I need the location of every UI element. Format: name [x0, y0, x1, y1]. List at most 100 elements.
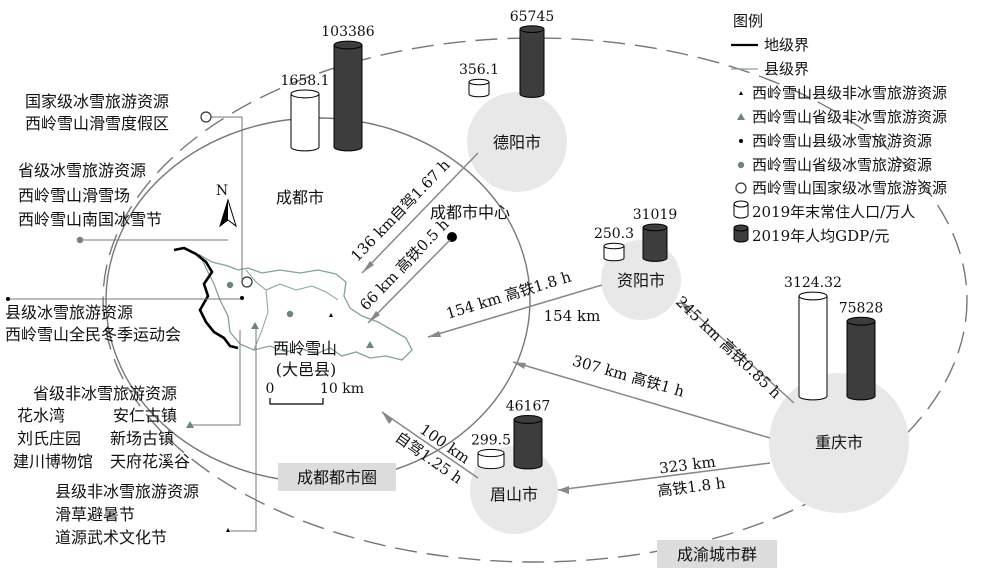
gdp-value-label: 103386 — [321, 24, 375, 40]
national-snow-point — [241, 276, 253, 288]
route-label-chongqing-chengdu: 307 km 高铁1 h — [570, 352, 686, 401]
legend-item: 西岭雪山省级非冰雪旅游资源 — [752, 108, 947, 126]
population-bar — [468, 82, 490, 98]
gdp-value-label: 46167 — [506, 399, 551, 415]
svg-text:10 km: 10 km — [320, 381, 364, 397]
chengyu-region-boundary — [102, 37, 968, 563]
annotation-county-nonsnow: 县级非冰雪旅游资源 滑草避暑节 道源武术文化节 — [55, 482, 199, 547]
legend-county-nonsnow-symbol — [739, 91, 743, 95]
county-name-line2: (大邑县) — [276, 360, 337, 379]
gdp-bar — [519, 29, 545, 98]
county-snow-marker — [6, 297, 10, 301]
provincial-nonsnow-item: 建川博物馆 — [13, 452, 93, 471]
inner-county-line — [245, 269, 339, 351]
population-bar — [603, 246, 625, 262]
chengdu-metro-tag: 成都都市圈 — [297, 468, 377, 487]
route-label-ziyang-b: 154 km — [544, 307, 601, 325]
gdp-bar-cap — [642, 223, 668, 232]
gdp-bar — [642, 227, 668, 262]
legend-item: 2019年末常住人口/万人 — [752, 203, 915, 221]
prefecture-boundary-line — [173, 246, 239, 350]
population-value-label: 3124.32 — [784, 275, 842, 291]
city-bar-symbols: 1658.1 103386 356.1 65745 250.3 31019 299.5 461… — [281, 9, 883, 470]
population-value-label: 1658.1 — [281, 73, 330, 89]
chengdu-center-label: 成都市中心 — [430, 203, 510, 222]
county-nonsnow-item: 滑草避暑节 — [55, 505, 135, 524]
gdp-value-label: 65745 — [510, 9, 555, 25]
provincial-nonsnow-title: 省级非冰雪旅游资源 — [33, 384, 177, 403]
route-arrows — [361, 152, 795, 491]
legend-population-symbol — [733, 200, 749, 219]
gdp-value-label: 31019 — [633, 207, 678, 223]
provincial-nonsnow-item: 安仁古镇 — [113, 406, 177, 425]
national-title: 国家级冰雪旅游资源 — [25, 92, 169, 111]
legend-provincial-snow-symbol — [737, 161, 745, 169]
annotation-provincial-snow: 省级冰雪旅游资源 西岭雪山滑雪场 西岭雪山南国冰雪节 — [18, 161, 162, 229]
gdp-bar-cap — [513, 415, 543, 424]
city-name-chongqing: 重庆市 — [815, 433, 863, 452]
legend-national-snow-symbol — [735, 182, 747, 194]
city-name-deyang: 德阳市 — [493, 133, 541, 152]
population-bar-cap — [290, 89, 320, 99]
population-bar — [290, 93, 320, 152]
population-value-label: 299.5 — [471, 432, 511, 448]
provincial-nonsnow-item: 新场古镇 — [110, 429, 174, 448]
provincial-snow-marker — [76, 236, 84, 244]
legend-title: 图例 — [733, 12, 763, 30]
legend-item: 西岭雪山县级非冰雪旅游资源 — [752, 84, 947, 102]
county-snow-title: 县级冰雪旅游资源 — [5, 303, 133, 322]
gdp-bar-cap — [333, 40, 363, 50]
legend-county-snow-symbol — [739, 139, 743, 143]
north-arrow: N — [216, 183, 237, 228]
provincial-snow-point — [286, 310, 294, 318]
annotation-provincial-nonsnow: 省级非冰雪旅游资源 花水湾 安仁古镇 刘氏庄园 新场古镇 建川博物馆 天府花溪谷 — [13, 384, 190, 471]
provincial-nonsnow-item: 花水湾 — [17, 406, 65, 425]
gdp-bar-cap — [519, 25, 545, 33]
chengyu-tag: 成渝城市群 — [677, 545, 757, 564]
arrow-heads — [362, 261, 690, 494]
chengdu-metro-tag-bg — [278, 463, 396, 491]
county-snow-item: 西岭雪山全民冬季运动会 — [5, 325, 181, 344]
provincial-nonsnow-marker — [186, 421, 194, 428]
legend-item: 2019年人均GDP/元 — [752, 227, 889, 245]
population-bar-cap — [468, 78, 490, 86]
provincial-snow-point — [226, 281, 234, 289]
gdp-bar — [513, 419, 543, 470]
population-bar-cap — [603, 242, 625, 250]
legend-provincial-nonsnow-symbol — [737, 113, 745, 120]
population-bar — [477, 453, 505, 470]
annotation-national: 国家级冰雪旅游资源 西岭雪山滑雪度假区 — [25, 92, 169, 133]
city-name-chengdu: 成都市 — [276, 188, 324, 207]
provincial-snow-title: 省级冰雪旅游资源 — [18, 161, 146, 180]
gdp-bar — [333, 45, 363, 152]
county-nonsnow-marker — [226, 528, 230, 532]
chongqing-circle — [769, 373, 909, 513]
route-label-chongqing-ziyang: 245 km 高铁0.85 h — [672, 293, 785, 403]
population-bar-cap — [477, 448, 505, 458]
county-nonsnow-point — [329, 313, 333, 317]
chengdu-center-point — [447, 232, 457, 242]
svg-text:N: N — [216, 183, 228, 199]
county-name-line1: 西岭雪山 — [273, 339, 337, 358]
provincial-nonsnow-item: 天府花溪谷 — [110, 452, 190, 471]
national-marker — [200, 111, 212, 123]
population-value-label: 356.1 — [459, 62, 499, 78]
population-bar — [798, 296, 828, 401]
city-name-ziyang: 资阳市 — [617, 271, 665, 290]
population-bar-cap — [798, 291, 828, 301]
legend-gdp-symbol — [733, 224, 749, 243]
svg-text:0: 0 — [266, 381, 275, 397]
county-nonsnow-title: 县级非冰雪旅游资源 — [55, 482, 199, 501]
legend: 图例 地级界 县级界 西岭雪山县级非冰雪旅游资源 西岭雪山省级非冰雪旅游资源 西… — [731, 12, 947, 245]
legend-item: 地级界 — [764, 36, 809, 54]
provincial-nonsnow-point — [366, 341, 374, 348]
chengyu-tag-bg — [657, 540, 777, 568]
population-value-label: 250.3 — [594, 226, 634, 242]
route-label-chongqing-meishan-b: 高铁1.8 h — [656, 474, 726, 500]
annotation-leaders — [8, 116, 257, 532]
national-item: 西岭雪山滑雪度假区 — [25, 114, 169, 133]
route-label-chongqing-meishan-a: 323 km — [658, 453, 716, 478]
deyang-circle — [467, 92, 567, 192]
